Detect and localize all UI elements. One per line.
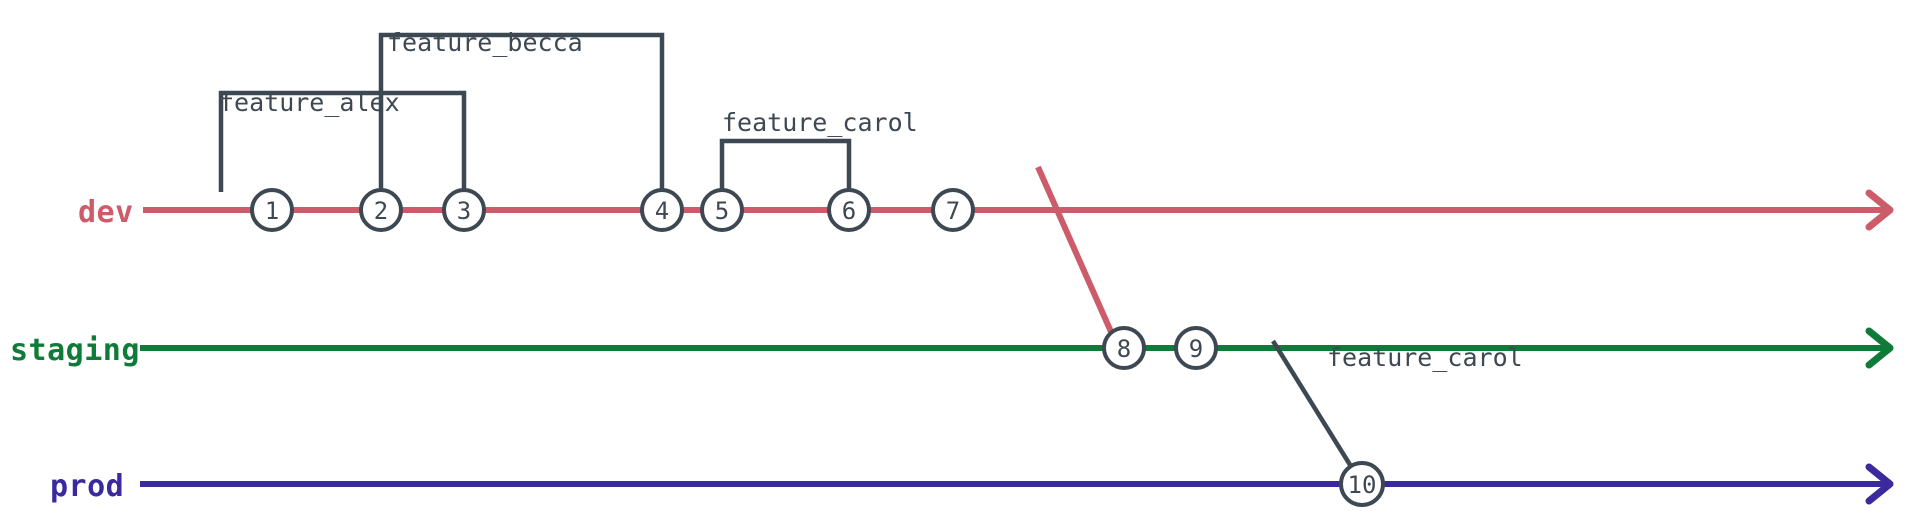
commit-number: 3 xyxy=(457,197,471,225)
feature-brackets-group xyxy=(218,32,852,192)
commit-node[interactable]: 6 xyxy=(827,188,871,232)
commit-circle[interactable] xyxy=(640,188,684,232)
commit-node[interactable]: 9 xyxy=(1174,326,1218,370)
feature-labels-group: feature_alex feature_becca feature_carol… xyxy=(219,28,1523,372)
commit-circle[interactable] xyxy=(700,188,744,232)
branch-lines-group xyxy=(140,207,1886,487)
commit-circle[interactable] xyxy=(442,188,486,232)
merge-lines-group xyxy=(1035,165,1354,470)
commit-number: 4 xyxy=(655,197,669,225)
commit-number: 8 xyxy=(1117,335,1131,363)
commit-circle[interactable] xyxy=(1102,326,1146,370)
commit-number: 6 xyxy=(842,197,856,225)
branch-label-prod: prod xyxy=(50,469,124,504)
commit-number: 7 xyxy=(946,197,960,225)
commit-circle[interactable] xyxy=(1174,326,1218,370)
feature-label-becca: feature_becca xyxy=(387,28,583,57)
commit-number: 10 xyxy=(1348,471,1377,499)
feature-label-alex: feature_alex xyxy=(219,88,400,117)
arrowhead-dev xyxy=(1865,189,1894,231)
feature-label-carol-dev: feature_carol xyxy=(722,108,918,137)
commit-node[interactable]: 3 xyxy=(442,188,486,232)
commit-node[interactable]: 4 xyxy=(640,188,684,232)
commit-number: 1 xyxy=(265,197,279,225)
commit-node[interactable]: 10 xyxy=(1339,461,1385,507)
arrowhead-staging xyxy=(1865,327,1894,369)
commit-number: 5 xyxy=(715,197,729,225)
merge-line-staging-to-prod[interactable] xyxy=(1271,339,1354,470)
merge-line-dev-to-staging[interactable] xyxy=(1035,165,1115,336)
commit-node[interactable]: 1 xyxy=(250,188,294,232)
commit-nodes-group: 1 2 3 4 5 6 7 xyxy=(250,188,1385,507)
branch-labels-group: dev staging prod xyxy=(10,195,140,504)
commit-circle[interactable] xyxy=(359,188,403,232)
feature-label-carol-prod: feature_carol xyxy=(1327,343,1523,372)
bracket-feature-alex[interactable] xyxy=(218,90,467,192)
commit-node[interactable]: 5 xyxy=(700,188,744,232)
arrowhead-prod xyxy=(1865,463,1894,505)
commit-circle[interactable] xyxy=(827,188,871,232)
commit-circle[interactable] xyxy=(1339,461,1385,507)
commit-number: 9 xyxy=(1189,335,1203,363)
branch-label-staging: staging xyxy=(10,333,140,368)
branch-arrowheads-group xyxy=(1865,189,1894,505)
commit-circle[interactable] xyxy=(931,188,975,232)
bracket-feature-becca[interactable] xyxy=(378,32,665,192)
bracket-feature-carol[interactable] xyxy=(719,138,852,192)
commit-circle[interactable] xyxy=(250,188,294,232)
commit-number: 2 xyxy=(374,197,388,225)
commit-node[interactable]: 8 xyxy=(1102,326,1146,370)
commit-node[interactable]: 7 xyxy=(931,188,975,232)
branch-label-dev: dev xyxy=(78,195,134,230)
commit-node[interactable]: 2 xyxy=(359,188,403,232)
